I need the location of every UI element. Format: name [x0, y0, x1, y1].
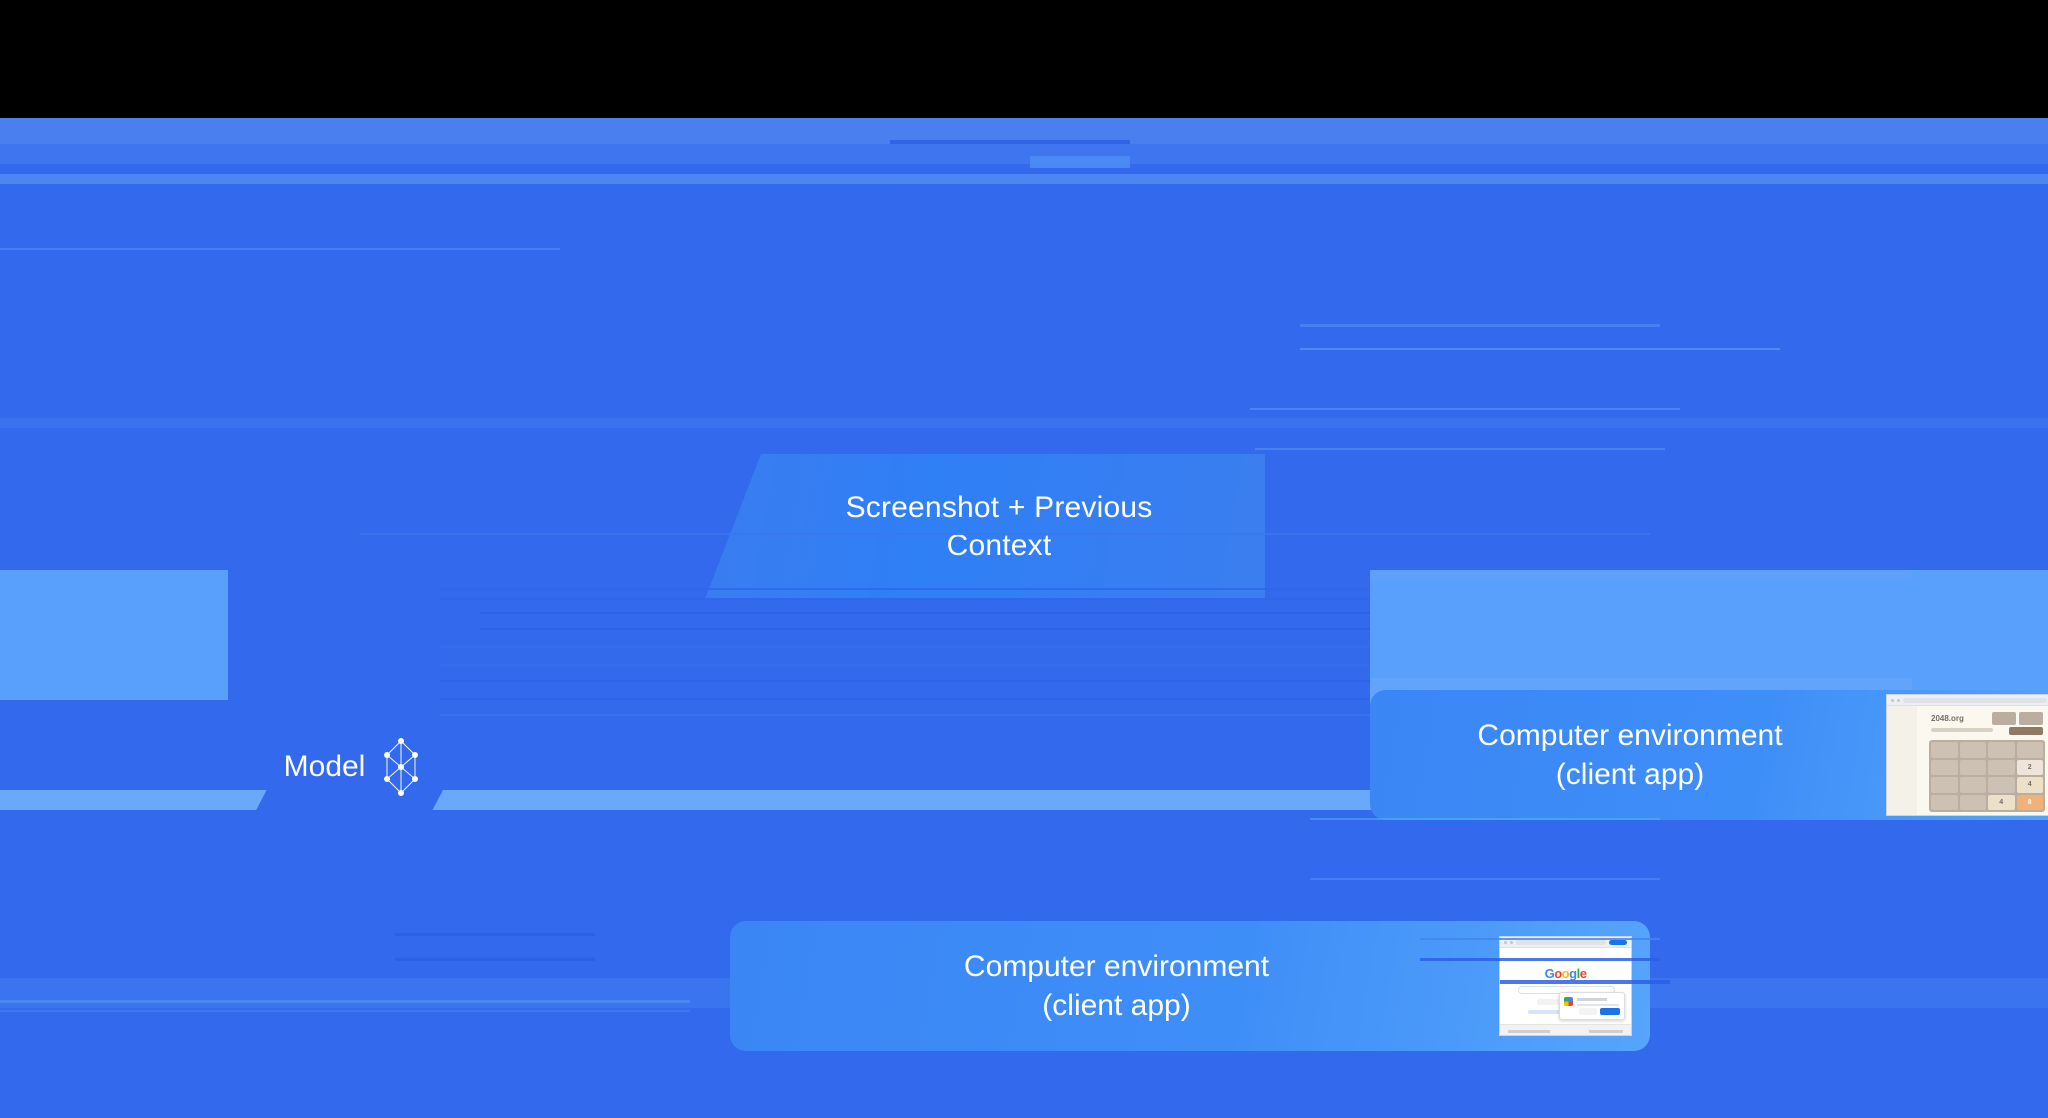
game-tile: 8	[2016, 794, 2043, 810]
glitch-streak	[1255, 448, 1665, 450]
browser-google-thumbnail[interactable]: Google	[1499, 936, 1632, 1036]
popup-secondary-button[interactable]	[1579, 1008, 1597, 1015]
browser-urlbar[interactable]	[1516, 939, 1606, 945]
glitch-streak	[440, 664, 1370, 666]
page-2048: 2048.org 2	[1887, 706, 2048, 815]
glitch-streak	[395, 933, 595, 936]
glitch-band	[0, 418, 2048, 428]
glitch-streak	[440, 646, 1370, 648]
game-tile	[1988, 742, 2015, 758]
screenshot-context-label: Screenshot + Previous Context	[845, 490, 1153, 562]
glitch-band	[0, 118, 2048, 144]
browser-dot	[1504, 940, 1507, 944]
computer-environment-card-bottom[interactable]: Computer environment (client app) Google	[730, 921, 1650, 1051]
glitch-streak	[0, 248, 560, 250]
glitch-streak	[0, 1010, 690, 1012]
google-logo: Google	[1544, 966, 1587, 981]
glitch-band	[0, 144, 2048, 164]
new-game-button[interactable]	[2009, 727, 2043, 735]
google-footer	[1500, 1024, 1631, 1035]
game-tile	[1959, 759, 1986, 775]
game-tile	[1959, 794, 1986, 810]
game-tile	[1931, 759, 1958, 775]
model-label: Model	[283, 750, 366, 783]
glitch-streak	[480, 612, 1370, 614]
game-tile: 4	[1988, 794, 2015, 810]
popup-title	[1577, 998, 1607, 1001]
screenshot-context-arrow[interactable]: Screenshot + Previous Context	[705, 454, 1265, 599]
glitch-band	[0, 174, 2048, 184]
glitch-streak	[1300, 348, 1780, 350]
neural-network-icon	[379, 735, 423, 799]
game-tile	[1988, 777, 2015, 793]
browser-chrome	[1500, 937, 1631, 948]
glitch-streak	[1310, 878, 1660, 880]
ghost-label	[395, 418, 402, 446]
score-boxes	[1992, 712, 2043, 725]
signin-popup[interactable]	[1559, 992, 1625, 1020]
glitch-streak	[900, 180, 1130, 183]
model-node[interactable]: Model	[240, 693, 455, 841]
env-top-label: Computer environment (client app)	[1477, 719, 1783, 791]
google-icon	[1564, 997, 1573, 1006]
glitch-streak	[395, 958, 595, 961]
game-tile: 2	[2016, 759, 2043, 775]
game-tile	[1931, 777, 1958, 793]
browser-urlbar[interactable]	[1903, 697, 2047, 703]
game-grid[interactable]: 2 4 4 8	[1929, 740, 2045, 812]
glitch-streak	[0, 1000, 690, 1003]
game-tile	[1959, 742, 1986, 758]
glitch-streak	[1300, 324, 1660, 327]
popup-primary-button[interactable]	[1600, 1008, 1620, 1015]
glitch-streak	[440, 698, 1370, 700]
ghost-label	[395, 1038, 402, 1066]
browser-chrome	[1887, 695, 2048, 706]
diagram-background: Screenshot + Previous Context Model	[0, 118, 2048, 1118]
game-tile	[1931, 742, 1958, 758]
footer-links-right[interactable]	[1589, 1030, 1623, 1033]
browser-dot	[1891, 698, 1894, 702]
game-tile	[1931, 794, 1958, 810]
page-sidebar	[1887, 706, 1917, 815]
browser-dot	[1897, 698, 1900, 702]
glitch-streak	[440, 680, 1370, 682]
game-tile	[1988, 759, 2015, 775]
glitch-wedge-right	[1912, 570, 2048, 700]
page-google: Google	[1500, 948, 1631, 1035]
glitch-streak	[1250, 408, 1680, 410]
browser-dot	[1510, 940, 1513, 944]
glitch-streak	[1030, 156, 1130, 168]
glitch-streak	[440, 714, 1370, 716]
popup-subtitle	[1577, 1004, 1619, 1006]
env-bottom-label: Computer environment (client app)	[963, 950, 1270, 1022]
glitch-wedge-left-2	[228, 570, 300, 700]
ghost-label	[1470, 418, 1477, 446]
game-tile	[2016, 742, 2043, 758]
glitch-streak	[480, 628, 1370, 630]
footer-links-left[interactable]	[1508, 1030, 1550, 1033]
browser-2048-thumbnail[interactable]: 2048.org 2	[1886, 694, 2048, 816]
computer-environment-card-top[interactable]: Computer environment (client app) 2048.o…	[1370, 690, 2048, 820]
game-title: 2048.org	[1931, 714, 1964, 723]
game-tile: 4	[2016, 777, 2043, 793]
browser-signin-button[interactable]	[1609, 939, 1627, 945]
glitch-streak	[890, 140, 1130, 144]
game-tile	[1959, 777, 1986, 793]
game-subtitle	[1931, 728, 1993, 732]
